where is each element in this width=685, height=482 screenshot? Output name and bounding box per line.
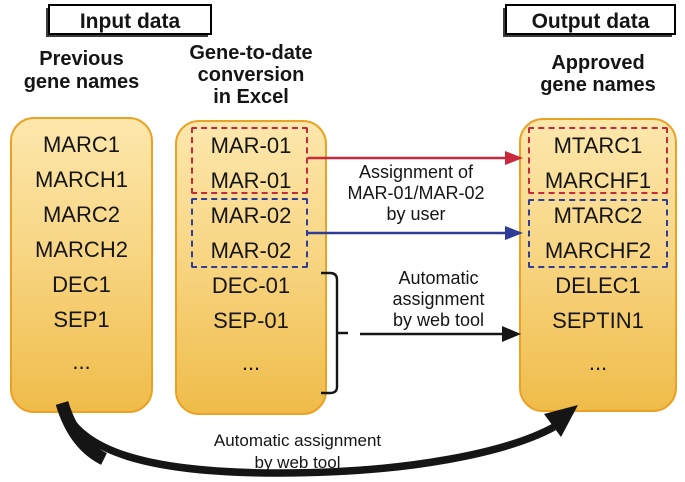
gene-item: DEC-01 [211, 273, 291, 298]
red-dashed-group-approved [528, 127, 668, 194]
gene-item-ellipsis: ... [588, 350, 608, 375]
gene-item: MAR-01 [210, 168, 292, 193]
red-dashed-group-excel [191, 127, 308, 194]
gene-item: MAR-02 [210, 203, 292, 228]
blue-dashed-group-approved [528, 199, 668, 268]
blue-dashed-group-excel [191, 198, 308, 268]
output-data-label: Output data [505, 4, 676, 35]
annotation-auto-assignment-mid: Automatic assignment by web tool [392, 268, 485, 330]
annotation-auto-assignment-bottom: Automatic assignment by web tool [213, 431, 382, 472]
approved-gene-names-box: MTARC1 MARCHF1 MTARC2 MARCHF2 DELEC1 SEP… [519, 118, 677, 412]
gene-item: DELEC1 [555, 273, 641, 298]
gene-item: MAR-02 [210, 238, 292, 263]
gene-item: MARC1 [42, 132, 120, 157]
gene-item: MARC2 [42, 202, 120, 227]
gene-item: SEP-01 [213, 308, 289, 333]
heading-previous-gene-names: Previous gene names [23, 48, 140, 93]
gene-item-ellipsis: ... [72, 349, 91, 374]
gene-item: MAR-01 [210, 133, 292, 158]
gene-item: SEPTIN1 [552, 308, 644, 333]
previous-gene-names-box: MARC1 MARCH1 MARC2 MARCH2 DEC1 SEP1 ... [10, 117, 153, 413]
gene-item: SEP1 [53, 307, 110, 332]
heading-gene-to-date-conversion: Gene-to-date conversion in Excel [189, 42, 313, 108]
gene-item: MARCH2 [35, 237, 128, 262]
heading-approved-gene-names: Approved gene names [540, 52, 656, 96]
gene-item: MTARC2 [553, 203, 643, 228]
gene-item: MARCHF2 [544, 238, 652, 263]
gene-item: MTARC1 [553, 133, 643, 158]
gene-item: MARCHF1 [544, 168, 652, 193]
annotation-user-assignment: Assignment of MAR-01/MAR-02 by user [347, 162, 485, 224]
input-data-label: Input data [48, 4, 212, 35]
gene-item-ellipsis: ... [241, 350, 261, 375]
gene-item: MARCH1 [35, 167, 128, 192]
gene-item: DEC1 [52, 272, 111, 297]
